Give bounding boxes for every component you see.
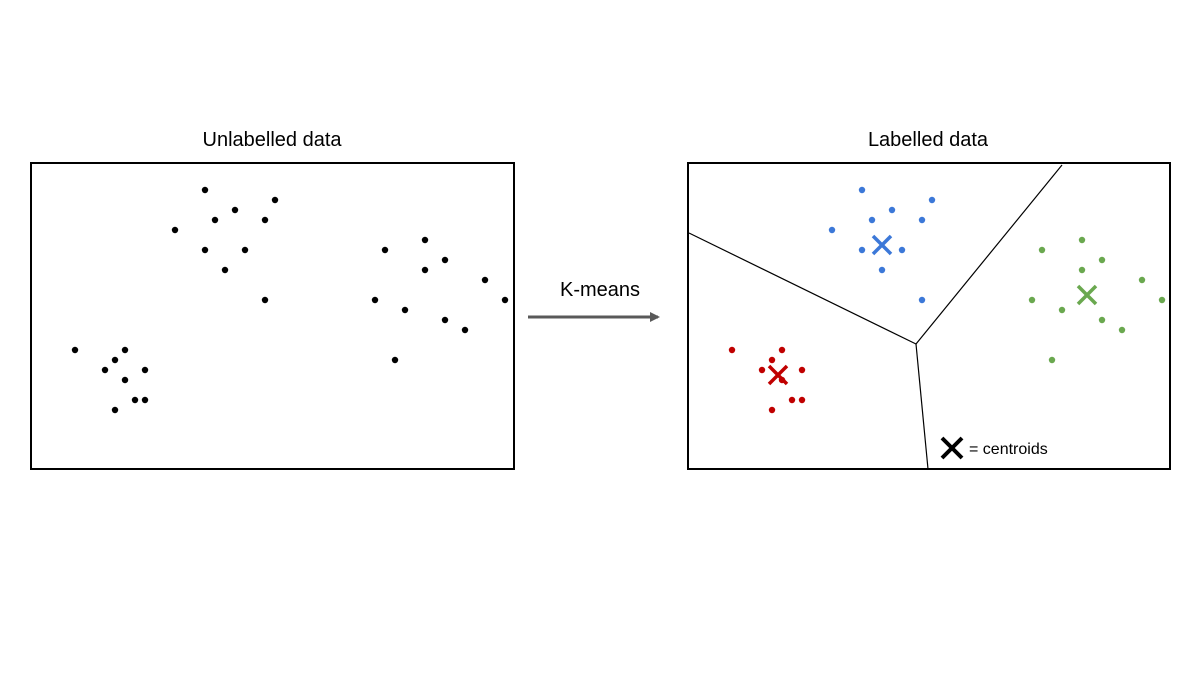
green-cluster-point bbox=[1078, 236, 1086, 244]
unlabelled-point bbox=[171, 226, 179, 234]
cluster-boundaries bbox=[688, 164, 1063, 470]
unlabelled-panel-frame bbox=[30, 162, 515, 470]
blue-centroid-icon bbox=[871, 234, 893, 256]
labelled-panel-frame bbox=[687, 162, 1171, 470]
blue-cluster-point bbox=[928, 196, 936, 204]
green-cluster-point bbox=[1048, 356, 1056, 364]
green-centroid-icon bbox=[1076, 284, 1098, 306]
unlabelled-point bbox=[141, 366, 149, 374]
unlabelled-panel bbox=[30, 162, 515, 470]
unlabelled-point bbox=[441, 316, 449, 324]
red-centroid-icon bbox=[767, 364, 789, 386]
red-cluster-point bbox=[798, 396, 806, 404]
unlabelled-point bbox=[221, 266, 229, 274]
unlabelled-point bbox=[481, 276, 489, 284]
green-cluster-point bbox=[1028, 296, 1036, 304]
boundary-line bbox=[915, 343, 929, 470]
legend-label: = centroids bbox=[969, 441, 1048, 458]
blue-cluster-point bbox=[858, 186, 866, 194]
unlabelled-point bbox=[441, 256, 449, 264]
kmeans-arrow: K-means bbox=[528, 279, 660, 322]
unlabelled-point bbox=[371, 296, 379, 304]
green-cluster-point bbox=[1118, 326, 1126, 334]
unlabelled-point bbox=[461, 326, 469, 334]
red-cluster-point bbox=[798, 366, 806, 374]
blue-cluster-point bbox=[898, 246, 906, 254]
boundary-line bbox=[688, 232, 917, 345]
red-cluster-point bbox=[768, 406, 776, 414]
green-cluster-point bbox=[1098, 316, 1106, 324]
blue-cluster-point bbox=[868, 216, 876, 224]
red-cluster-point bbox=[758, 366, 766, 374]
unlabelled-points bbox=[71, 186, 509, 414]
boundary-line bbox=[915, 164, 1063, 345]
green-cluster-point bbox=[1078, 266, 1086, 274]
unlabelled-point bbox=[141, 396, 149, 404]
unlabelled-point bbox=[231, 206, 239, 214]
left-panel-title: Unlabelled data bbox=[203, 129, 343, 151]
unlabelled-point bbox=[381, 246, 389, 254]
unlabelled-point bbox=[201, 186, 209, 194]
unlabelled-point bbox=[111, 356, 119, 364]
blue-cluster-point bbox=[918, 296, 926, 304]
unlabelled-point bbox=[501, 296, 509, 304]
red-cluster-point bbox=[788, 396, 796, 404]
unlabelled-point bbox=[121, 376, 129, 384]
blue-cluster-point bbox=[918, 216, 926, 224]
green-cluster-point bbox=[1138, 276, 1146, 284]
centroid-legend: = centroids bbox=[940, 436, 1048, 460]
unlabelled-point bbox=[121, 346, 129, 354]
unlabelled-point bbox=[401, 306, 409, 314]
unlabelled-point bbox=[131, 396, 139, 404]
arrow-label: K-means bbox=[560, 279, 640, 301]
blue-cluster-point bbox=[828, 226, 836, 234]
unlabelled-point bbox=[201, 246, 209, 254]
unlabelled-point bbox=[261, 216, 269, 224]
red-cluster-point bbox=[728, 346, 736, 354]
unlabelled-point bbox=[421, 236, 429, 244]
blue-cluster-point bbox=[858, 246, 866, 254]
blue-cluster-point bbox=[888, 206, 896, 214]
unlabelled-point bbox=[111, 406, 119, 414]
unlabelled-point bbox=[241, 246, 249, 254]
red-cluster-point bbox=[768, 356, 776, 364]
unlabelled-point bbox=[271, 196, 279, 204]
green-cluster-point bbox=[1038, 246, 1046, 254]
unlabelled-point bbox=[261, 296, 269, 304]
labelled-panel: = centroids bbox=[687, 162, 1171, 470]
blue-cluster-point bbox=[878, 266, 886, 274]
unlabelled-point bbox=[391, 356, 399, 364]
red-cluster-point bbox=[778, 346, 786, 354]
labelled-points bbox=[728, 186, 1166, 414]
unlabelled-point bbox=[211, 216, 219, 224]
unlabelled-point bbox=[101, 366, 109, 374]
unlabelled-point bbox=[71, 346, 79, 354]
right-panel-title: Labelled data bbox=[868, 129, 989, 151]
centroid-markers bbox=[767, 234, 1098, 386]
green-cluster-point bbox=[1058, 306, 1066, 314]
legend-x-icon bbox=[940, 436, 964, 460]
unlabelled-point bbox=[421, 266, 429, 274]
green-cluster-point bbox=[1098, 256, 1106, 264]
green-cluster-point bbox=[1158, 296, 1166, 304]
